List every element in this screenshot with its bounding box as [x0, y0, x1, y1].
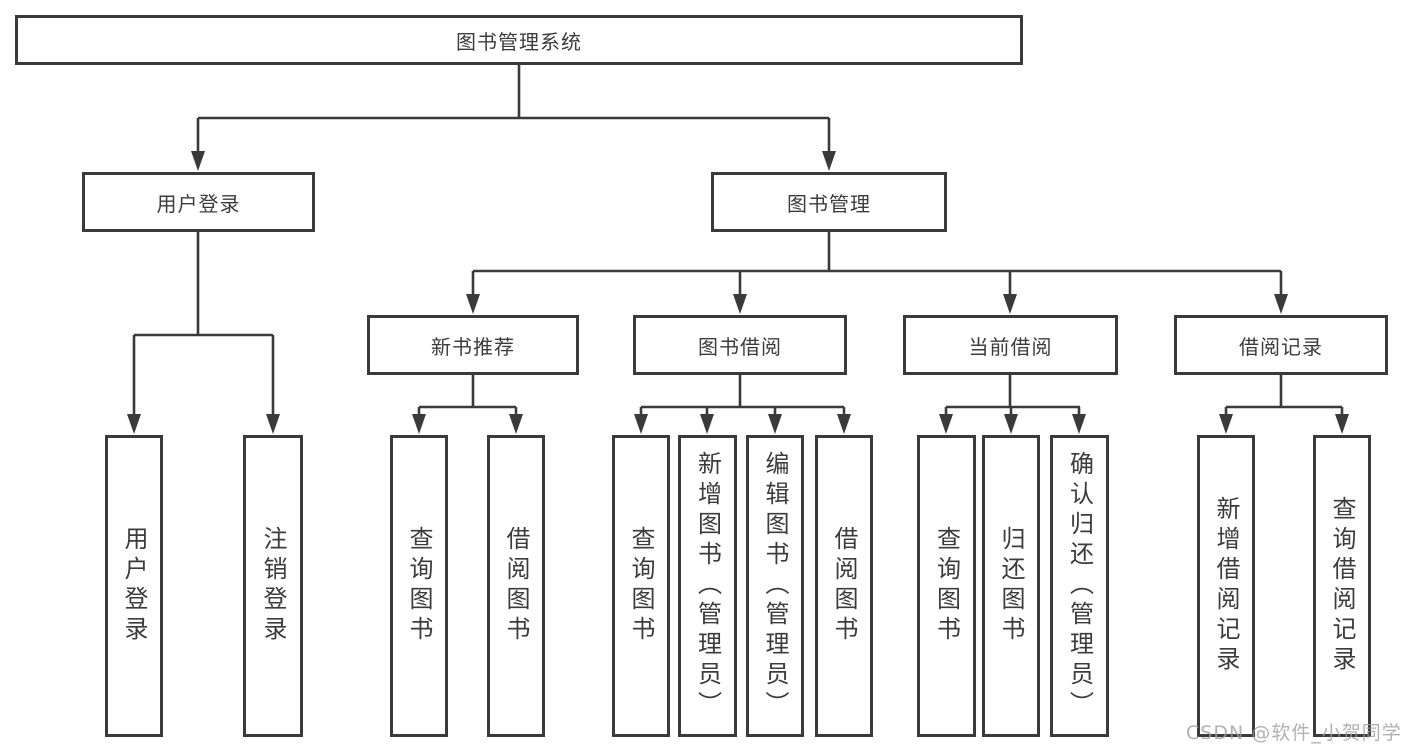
- leaf-label: 借阅图书: [830, 526, 858, 646]
- leaf-label: 归还图书: [997, 526, 1025, 646]
- leaf-label: 新增借阅记录: [1212, 496, 1240, 676]
- leaf-add-books-admin: 新增图书（管理员）: [678, 435, 737, 737]
- leaf-add-borrow-record: 新增借阅记录: [1197, 435, 1255, 737]
- leaf-label: 用户登录: [120, 526, 148, 646]
- leaf-current-query-books: 查询图书: [917, 435, 976, 737]
- leaf-label: 注销登录: [259, 526, 287, 646]
- tree-edges: [132, 65, 1344, 416]
- node-root-system: 图书管理系统: [15, 15, 1023, 65]
- leaf-label: 借阅图书: [502, 526, 530, 646]
- leaf-label: 确认归还（管理员）: [1065, 451, 1094, 721]
- node-user-login: 用户登录: [82, 172, 315, 232]
- node-current-borrow: 当前借阅: [903, 315, 1118, 375]
- node-book-management: 图书管理: [711, 172, 947, 232]
- leaf-borrow-books: 借阅图书: [815, 435, 873, 737]
- leaf-recommend-query-books: 查询图书: [390, 435, 448, 737]
- leaf-label: 编辑图书（管理员）: [761, 451, 789, 721]
- node-book-borrow: 图书借阅: [633, 315, 847, 375]
- node-new-book-recommend: 新书推荐: [367, 315, 579, 375]
- leaf-recommend-borrow-books: 借阅图书: [487, 435, 545, 737]
- leaf-label: 查询图书: [405, 526, 433, 646]
- leaf-borrow-query-books: 查询图书: [612, 435, 670, 737]
- csdn-watermark: CSDN @软件_小贺同学: [1186, 722, 1402, 744]
- node-borrow-records: 借阅记录: [1174, 315, 1388, 375]
- leaf-confirm-return-admin: 确认归还（管理员）: [1050, 435, 1109, 737]
- leaf-label: 新增图书（管理员）: [693, 451, 722, 721]
- leaf-edit-books-admin: 编辑图书（管理员）: [746, 435, 804, 737]
- leaf-logout: 注销登录: [243, 435, 303, 737]
- leaf-label: 查询借阅记录: [1328, 496, 1356, 676]
- leaf-return-books: 归还图书: [982, 435, 1040, 737]
- leaf-label: 查询图书: [627, 526, 655, 646]
- leaf-query-borrow-record: 查询借阅记录: [1313, 435, 1371, 737]
- leaf-user-login: 用户登录: [105, 435, 163, 737]
- leaf-label: 查询图书: [932, 526, 961, 646]
